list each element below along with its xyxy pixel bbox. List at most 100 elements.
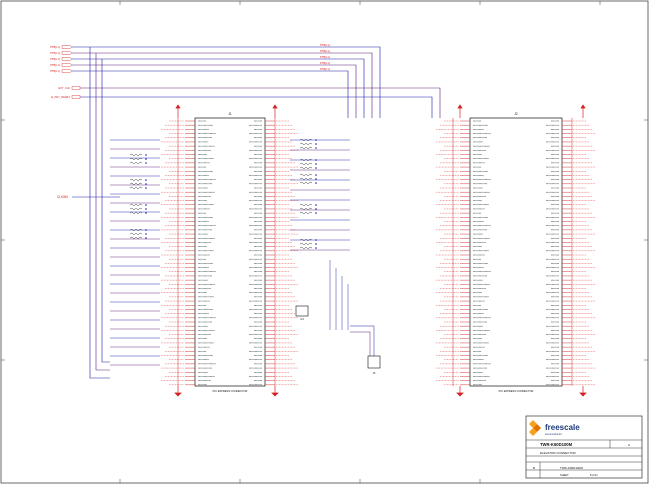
resistor-icon (299, 173, 313, 177)
junction-dot (315, 167, 317, 169)
rev-label: A (628, 443, 630, 447)
resistor-icon (299, 158, 313, 162)
junction-dot (315, 147, 317, 149)
junction-dot (145, 187, 147, 189)
buffer-part: U4 (295, 305, 309, 321)
size-label: B (533, 466, 535, 470)
resistor-icon (129, 203, 143, 207)
port-arrow-icon (61, 45, 73, 49)
resistor-cluster-6 (299, 158, 317, 170)
port-arrow-icon (61, 57, 73, 61)
resistor-icon (129, 232, 143, 236)
resistor-icon (299, 177, 313, 181)
left-port-label: PTB[x:x] (50, 45, 60, 49)
junction-dot (315, 182, 317, 184)
power-rails (174, 104, 587, 397)
extra-port-2: E_PHY_RESET (51, 95, 81, 99)
resistor-cluster-5 (299, 138, 317, 150)
left-port-label: PTB[x:x] (50, 51, 60, 55)
left-signal-ports: PTB[x:x]PTB[x:x]PTB[x:x]PTB[x:x]PTB[x:x]… (50, 43, 330, 99)
clkin-label: CLKIN0 (57, 195, 68, 199)
clkin-port: CLKIN0 (57, 195, 120, 199)
resistor-icon (129, 186, 143, 190)
board-name: TWR-K60D100M (540, 442, 573, 447)
left-port-3: PTB[x:x] PTB[x:x] (50, 55, 330, 61)
junction-dot (145, 229, 147, 231)
resistor-icon (129, 178, 143, 182)
junction-dot (145, 158, 147, 160)
extra-port-1: EXT_CLK (58, 86, 81, 90)
junction-dot (315, 208, 317, 210)
resistor-icon (129, 207, 143, 211)
left-port-label: PTB[x:x] (50, 63, 60, 67)
junction-dot (145, 208, 147, 210)
bus-net-label: PTB[x:x] (320, 43, 330, 47)
jumper-j3: J3 (350, 325, 381, 375)
resistor-cluster-2 (129, 178, 147, 190)
bus-net-label: PTB[x:x] (320, 55, 330, 59)
junction-dot (315, 247, 317, 249)
junction-dot (145, 233, 147, 235)
resistor-cluster-4 (129, 228, 147, 240)
brand-name: freescale (545, 423, 580, 432)
resistor-icon (129, 236, 143, 240)
sheet-number: 8 of 11 (590, 473, 598, 477)
connector-j1: J1 PCI EXPRESS CONNECTOR (194, 112, 266, 393)
resistor-cluster-8 (299, 203, 317, 215)
left-port-label: PTB[x:x] (50, 57, 60, 61)
resistor-icon (299, 142, 313, 146)
bus-net-label: PTB[x:x] (320, 61, 330, 65)
junction-dot (315, 243, 317, 245)
resistor-icon (299, 203, 313, 207)
junction-dot (315, 163, 317, 165)
connector-j2: J2 PCI EXPRESS CONNECTOR (469, 112, 563, 393)
resistor-cluster-9 (299, 238, 317, 250)
junction-dot (145, 162, 147, 164)
resistor-icon (299, 242, 313, 246)
connector-j2-ref: J2 (514, 112, 518, 116)
jumper-ref: J3 (373, 371, 376, 375)
resistor-cluster-1 (129, 153, 147, 165)
resistor-icon (129, 211, 143, 215)
resistor-icon (299, 246, 313, 250)
connector-j1-ref: J1 (228, 112, 232, 116)
freescale-logo-icon (529, 420, 541, 436)
resistor-icon (299, 162, 313, 166)
resistor-icon (299, 211, 313, 215)
junction-dot (145, 204, 147, 206)
connector-j2-caption: PCI EXPRESS CONNECTOR (499, 389, 534, 393)
junction-dot (315, 212, 317, 214)
connector-j1-pins (161, 118, 298, 386)
resistor-icon (299, 138, 313, 142)
top-bus-wires (72, 46, 441, 379)
resistor-icon (129, 161, 143, 165)
left-port-label: PTB[x:x] (50, 69, 60, 73)
junction-dot (315, 143, 317, 145)
port-arrow-icon (71, 95, 81, 99)
brand-subtitle: semiconductor (545, 432, 562, 436)
resistor-cluster-3 (129, 203, 147, 215)
extra-port-label: EXT_CLK (58, 86, 70, 90)
bus-net-label: PTB[x:x] (320, 67, 330, 71)
sheet-title: ELEVATOR CONNECTOR (540, 451, 576, 455)
junction-dot (145, 237, 147, 239)
resistor-icon (299, 146, 313, 150)
junction-dot (145, 183, 147, 185)
resistor-icon (299, 207, 313, 211)
left-port-1: PTB[x:x] PTB[x:x] (50, 43, 330, 49)
junction-dot (315, 174, 317, 176)
resistor-icon (299, 238, 313, 242)
junction-dot (145, 179, 147, 181)
connector-j1-caption: PCI EXPRESS CONNECTOR (213, 389, 248, 393)
port-arrow-icon (71, 86, 81, 90)
connector-j2-pins (436, 118, 595, 386)
extra-port-label: E_PHY_RESET (51, 95, 70, 99)
junction-dot (145, 212, 147, 214)
resistor-icon (129, 182, 143, 186)
left-port-4: PTB[x:x] PTB[x:x] (50, 61, 330, 67)
resistor-icon (129, 157, 143, 161)
